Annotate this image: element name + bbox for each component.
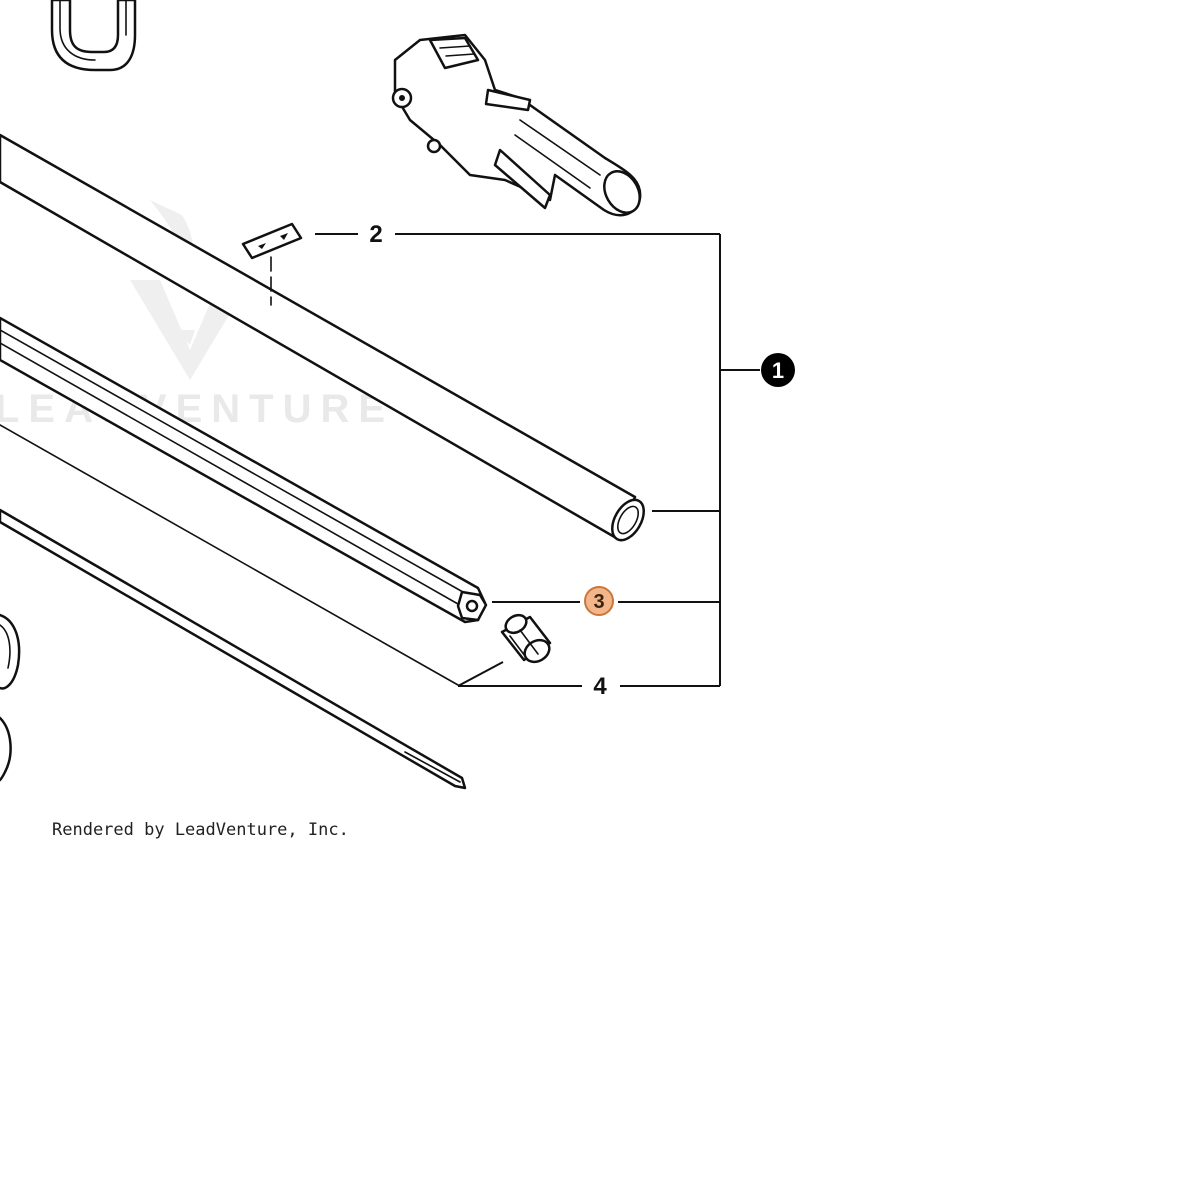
callout-1-badge <box>761 353 795 387</box>
loop-handle-part <box>50 0 137 72</box>
callout-1[interactable]: 1 <box>761 353 795 387</box>
decal-part <box>241 222 303 306</box>
leader-lines <box>315 233 760 687</box>
throttle-grip-part <box>391 33 642 217</box>
callout-3-label: 3 <box>593 591 604 613</box>
callout-4-label: 4 <box>593 673 607 700</box>
liner-part <box>0 316 488 624</box>
callout-2[interactable]: 2 <box>369 221 382 248</box>
callout-3[interactable]: 3 <box>584 586 614 616</box>
callout-2-label: 2 <box>369 221 382 248</box>
callout-3-highlight <box>584 586 614 616</box>
bushing-part <box>500 613 552 664</box>
callout-4[interactable]: 4 <box>593 673 607 700</box>
callout-1-label: 1 <box>772 358 784 383</box>
harness-clip-part <box>0 613 21 782</box>
render-credit: Rendered by LeadVenture, Inc. <box>52 820 349 840</box>
drive-tube-part <box>0 133 645 542</box>
drive-shaft-part <box>0 424 467 790</box>
